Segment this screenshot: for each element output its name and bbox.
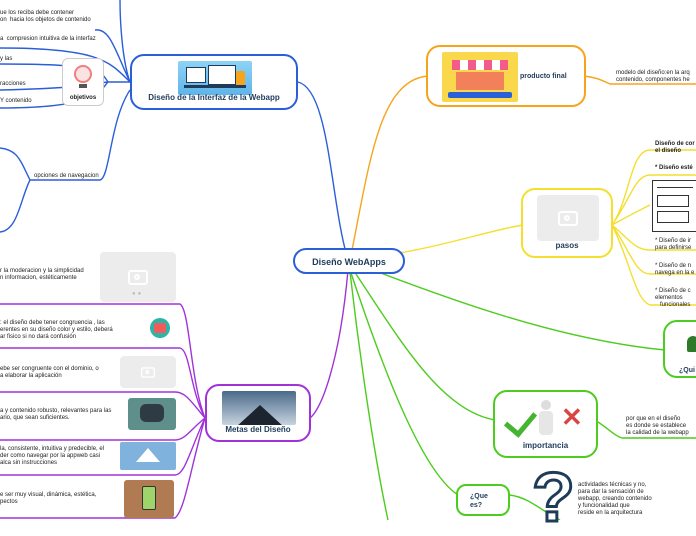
pasos-item-3: * Diseño de ir para definirse [655,238,692,251]
question-mark-icon: ? [531,458,577,536]
interfaz-title: Diseño de la Interfaz de la Webapp [148,93,280,102]
connector-producto-desc [583,75,696,85]
connector-bottom [349,271,389,520]
metas-leaf-5: la, consistente, intuitiva y predecible,… [0,446,105,466]
interfaz-leaf-4: racciones [0,81,26,87]
pasos-node[interactable]: pasos [521,188,613,258]
backpack-image [128,398,176,430]
image-placeholder [537,195,599,241]
person-icon [687,336,696,352]
producto-final-desc: modelo del diseño:en la arq contenido, c… [616,70,690,83]
phone-hand-image [124,480,174,518]
pasos-item-5: * Diseño de c elementos funcionales [655,288,691,308]
origami-boat-image [120,442,176,470]
producto-final-title: producto final [520,73,567,80]
metas-leaf-1: r la moderacion y la simplicidad n infor… [0,268,84,281]
objetivos-node[interactable]: objetivos [62,58,104,106]
connector-pasos-items [611,149,696,306]
importancia-node[interactable]: ✕ importancia [493,390,598,458]
quien-title: ¿Qui [679,367,695,374]
navegacion-label: opciones de navegacion [34,173,99,179]
pasos-title: pasos [555,241,579,250]
camera-icon [558,210,578,226]
cross-mark-icon: ✕ [561,402,583,432]
interfaz-leaf-2: a compresion intuitiva de la interfaz [0,36,96,42]
interfaz-leaf-5: Y contenido [0,98,32,104]
importancia-title: importancia [522,441,569,450]
quien-node[interactable]: ¿Qui [663,320,696,378]
connector-navegacion [0,89,131,233]
metas-leaf-2: : el diseño debe tener congruencia , las… [0,320,113,340]
que-es-title: ¿Que es? [470,493,488,509]
objetivos-label: objetivos [69,95,97,101]
metas-leaf-6: e ser muy visual, dinámica, estética, pe… [0,492,97,505]
pasos-item-1: Diseño de cor el diseño [655,141,695,154]
connector-que-es-desc [509,494,561,520]
metas-leaf-3: ebe ser congruente con el dominio, o a e… [0,366,99,379]
wireframe-sketch-image [652,180,696,232]
central-topic-node[interactable]: Diseño WebApps [293,248,405,274]
interfaz-node[interactable]: Diseño de la Interfaz de la Webapp [130,54,298,110]
producto-final-node[interactable]: producto final [426,45,586,107]
metas-title: Metas del Diseño [225,425,291,434]
pasos-item-2: * Diseño esté [655,165,693,171]
connector-metas [304,269,349,421]
interface-illustration [178,61,252,95]
central-topic-label: Diseño WebApps [312,257,386,267]
metas-node[interactable]: Metas del Diseño [205,384,311,442]
connector-quien [351,261,666,351]
metas-leaf-4: a y contenido robusto, relevantes para l… [0,408,112,421]
check-mark-icon [503,403,538,438]
camera-icon [128,269,148,285]
que-es-node[interactable]: ¿Que es? [456,484,510,516]
mind-map-connectors [0,0,696,520]
connector-producto [351,75,429,251]
connector-que-es [349,269,459,496]
calendar-icon [150,318,170,338]
interfaz-leaf-3: y las [0,56,13,62]
interfaz-leaf-1: ue los reciba debe contener on hacia los… [0,10,91,23]
camera-icon [141,366,155,378]
person-figure-icon [541,400,551,410]
market-stall-image [442,52,518,102]
image-placeholder-small [120,356,176,388]
que-es-desc: actividades técnicas y no, para dar la s… [578,482,652,516]
connector-importancia [351,267,496,421]
connector-interfaz [297,81,349,261]
mountain-illustration [222,391,296,425]
lightbulb-icon [74,65,92,83]
pasos-item-4: * Diseño de n navega en la e [655,263,695,276]
connector-importancia-desc [597,421,696,439]
importancia-desc: por que en el diseño es donde se estable… [626,416,689,436]
image-placeholder: ●● [100,252,176,302]
connector-metas-leaves [0,303,206,519]
